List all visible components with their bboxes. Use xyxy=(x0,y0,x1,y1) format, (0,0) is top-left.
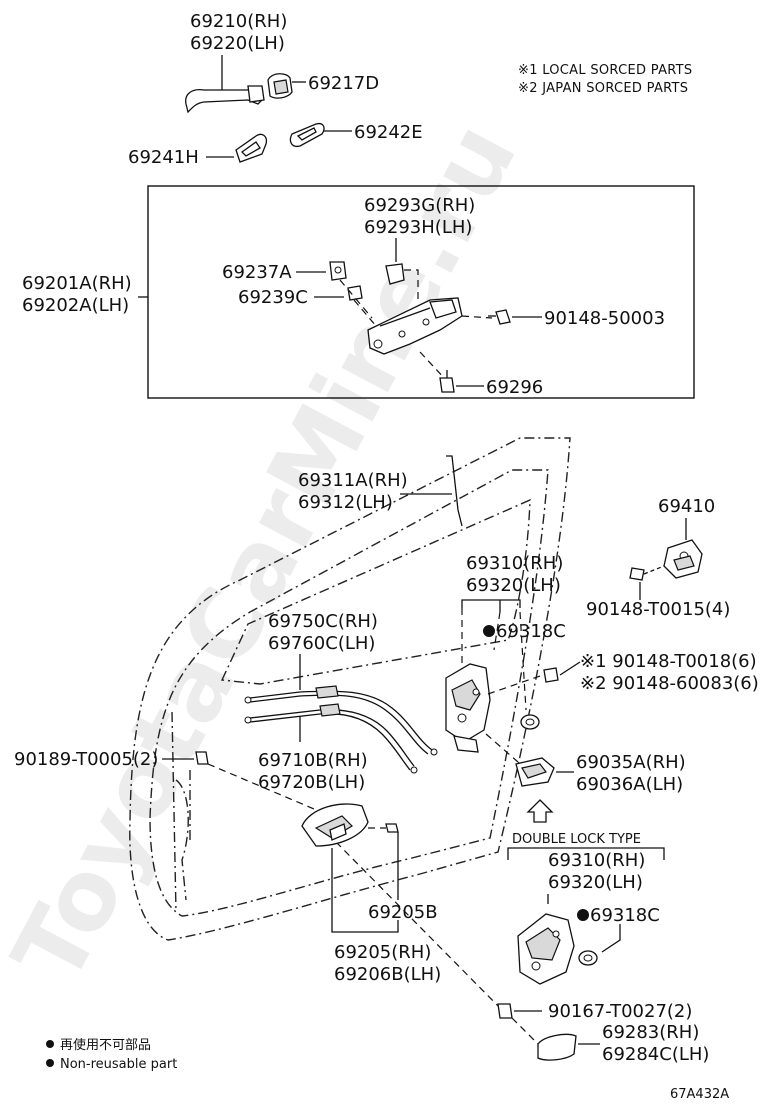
screw-69205B-part xyxy=(385,823,399,833)
screw-90167-T0027-part xyxy=(497,1003,513,1019)
striker-part xyxy=(663,539,703,579)
label-double-lock-type: DOUBLE LOCK TYPE xyxy=(512,832,641,847)
label-69210: 69210(RH) xyxy=(190,11,287,32)
label-69205: 69205(RH) xyxy=(334,942,431,963)
door-lock-double-part xyxy=(517,913,575,985)
label-69710B: 69710B(RH) xyxy=(258,750,368,771)
label-90148-T0018: ※1 90148-T0018(6) xyxy=(580,651,757,672)
non-reusable-dot-icon xyxy=(483,625,495,637)
label-69284C: 69284C(LH) xyxy=(602,1044,709,1065)
label-69312: 69312(LH) xyxy=(298,492,393,513)
screw-90148-50003-part xyxy=(488,309,511,325)
label-69237A: 69237A xyxy=(222,262,292,283)
screw-90148-T0018-part xyxy=(543,667,559,683)
non-reusable-dot-icon xyxy=(577,909,589,921)
outside-handle-part xyxy=(185,85,265,114)
handle-bezel-part xyxy=(537,1033,577,1061)
legend-cn: 再使用不可部品 xyxy=(60,1037,151,1053)
clip-69237A-part xyxy=(329,261,347,281)
washer-69318C-double-part xyxy=(578,950,598,966)
frame-assembly-box xyxy=(147,185,695,399)
label-69217D: 69217D xyxy=(308,73,379,94)
legend-dot-icon xyxy=(46,1059,54,1067)
screw-90148-T0015-part xyxy=(629,565,665,581)
note-local-sourced: ※1 LOCAL SORCED PARTS xyxy=(518,63,692,78)
label-69320-double: 69320(LH) xyxy=(548,872,643,893)
label-69239C: 69239C xyxy=(238,287,308,308)
label-69036A: 69036A(LH) xyxy=(576,774,683,795)
label-69202A: 69202A(LH) xyxy=(22,295,129,316)
label-69293G: 69293G(RH) xyxy=(364,195,475,216)
label-69293H: 69293H(LH) xyxy=(364,217,472,238)
outside-handle-frame-part xyxy=(367,297,463,355)
label-90148-60083: ※2 90148-60083(6) xyxy=(580,673,759,694)
cable-69750C-part xyxy=(244,685,438,756)
label-90167-T0027: 90167-T0027(2) xyxy=(548,1001,692,1022)
handle-cap-part xyxy=(267,73,293,99)
label-69296: 69296 xyxy=(486,377,543,398)
label-69241H: 69241H xyxy=(128,147,199,168)
label-69750C: 69750C(RH) xyxy=(268,611,378,632)
label-69205B: 69205B xyxy=(368,902,438,923)
label-69320: 69320(LH) xyxy=(466,575,561,596)
label-69760C: 69760C(LH) xyxy=(268,633,375,654)
label-69310-double: 69310(RH) xyxy=(548,850,645,871)
label-69242E: 69242E xyxy=(354,122,423,143)
label-69310: 69310(RH) xyxy=(466,553,563,574)
label-69318C-double: 69318C xyxy=(590,905,660,926)
arrow-up-icon xyxy=(526,799,554,823)
bolt-69296-part xyxy=(439,370,455,393)
label-90148-50003: 90148-50003 xyxy=(544,308,665,329)
handle-pad-rear-part xyxy=(235,133,268,163)
legend-en: Non-reusable part xyxy=(60,1057,177,1072)
watermark: ToyotaCarMine.ru xyxy=(0,105,538,1000)
clip-69239C-part xyxy=(347,285,363,301)
washer-69318C-part xyxy=(520,714,540,730)
label-69311A: 69311A(RH) xyxy=(298,470,408,491)
cover-69293-part xyxy=(385,263,405,285)
label-69220: 69220(LH) xyxy=(190,33,285,54)
handle-pad-front-part xyxy=(289,122,325,148)
inside-handle-part xyxy=(301,803,369,847)
door-lock-part xyxy=(445,663,491,753)
legend-dot-icon xyxy=(46,1040,54,1048)
note-japan-sourced: ※2 JAPAN SORCED PARTS xyxy=(518,81,688,96)
label-69201A: 69201A(RH) xyxy=(22,273,132,294)
figure-id: 67A432A xyxy=(670,1087,729,1102)
label-90148-T0015: 90148-T0015(4) xyxy=(586,599,730,620)
lock-rod-part xyxy=(446,455,463,527)
label-90189-T0005: 90189-T0005(2) xyxy=(14,749,158,770)
label-69206B: 69206B(LH) xyxy=(334,964,441,985)
label-69035A: 69035A(RH) xyxy=(576,752,686,773)
lock-cover-part xyxy=(515,757,555,787)
label-69283: 69283(RH) xyxy=(602,1022,699,1043)
label-69318C: 69318C xyxy=(496,621,566,642)
screw-90189-T0005-part xyxy=(195,751,209,765)
label-69720B: 69720B(LH) xyxy=(258,772,365,793)
cable-69710B-part xyxy=(244,703,418,774)
label-69410: 69410 xyxy=(658,496,715,517)
